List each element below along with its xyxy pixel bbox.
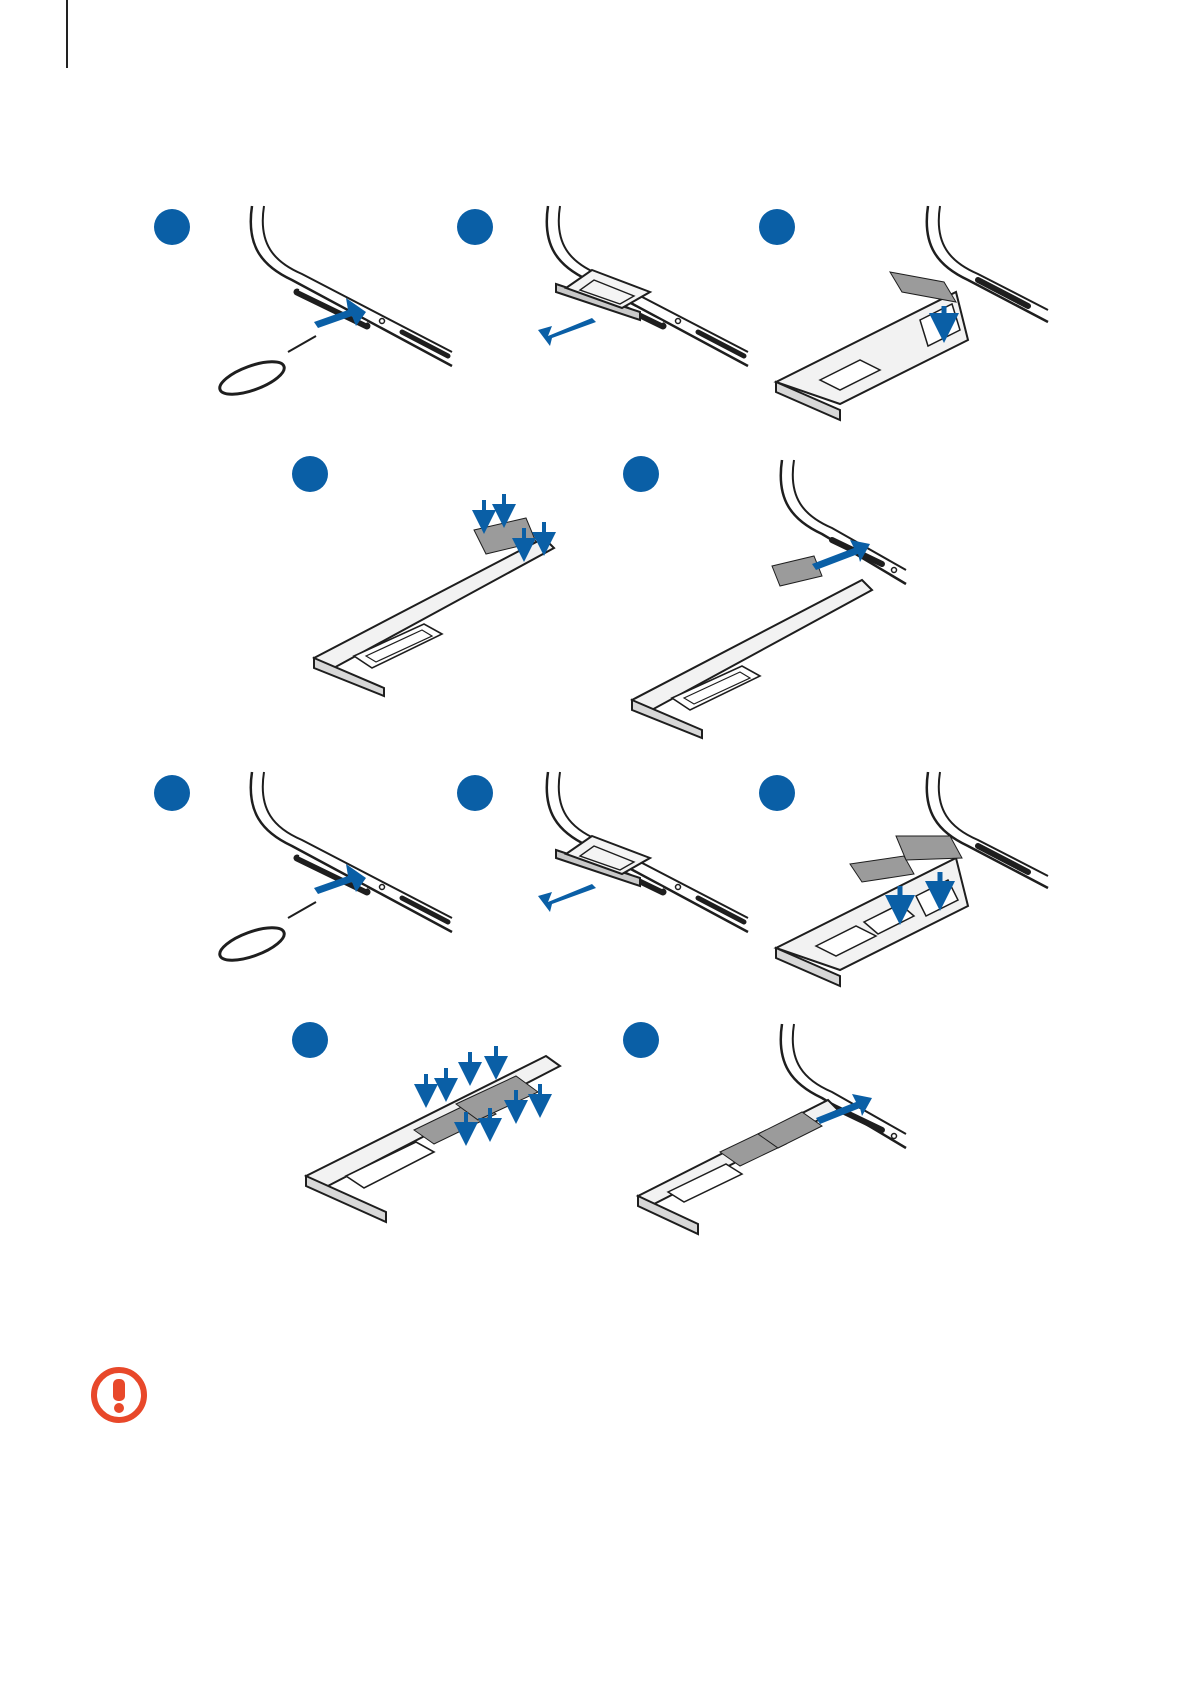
step-marker: [457, 209, 493, 245]
step-marker: [292, 456, 328, 492]
tray-insert-illustration: [632, 540, 872, 738]
tray-with-sim-illustration: [314, 494, 554, 696]
step-marker: [457, 775, 493, 811]
step-marker: [759, 209, 795, 245]
tray-insert-illustration: [638, 1094, 872, 1234]
tray-illustration: [776, 272, 968, 420]
eject-pin-illustration: [216, 864, 366, 967]
section-single-sim: [154, 206, 1048, 738]
tray-illustration: [776, 836, 968, 986]
phone-corner-illustration: [251, 772, 452, 932]
step-marker: [292, 1022, 328, 1058]
tray-with-sims-illustration: [306, 1046, 560, 1222]
caution-icon: [90, 1366, 148, 1424]
step-marker: [154, 209, 190, 245]
step-marker: [154, 775, 190, 811]
eject-pin-illustration: [216, 298, 366, 401]
step-marker: [759, 775, 795, 811]
section-dual-sim: [154, 772, 1048, 1234]
step-marker: [623, 456, 659, 492]
step-marker: [623, 1022, 659, 1058]
phone-corner-illustration: [251, 206, 452, 366]
